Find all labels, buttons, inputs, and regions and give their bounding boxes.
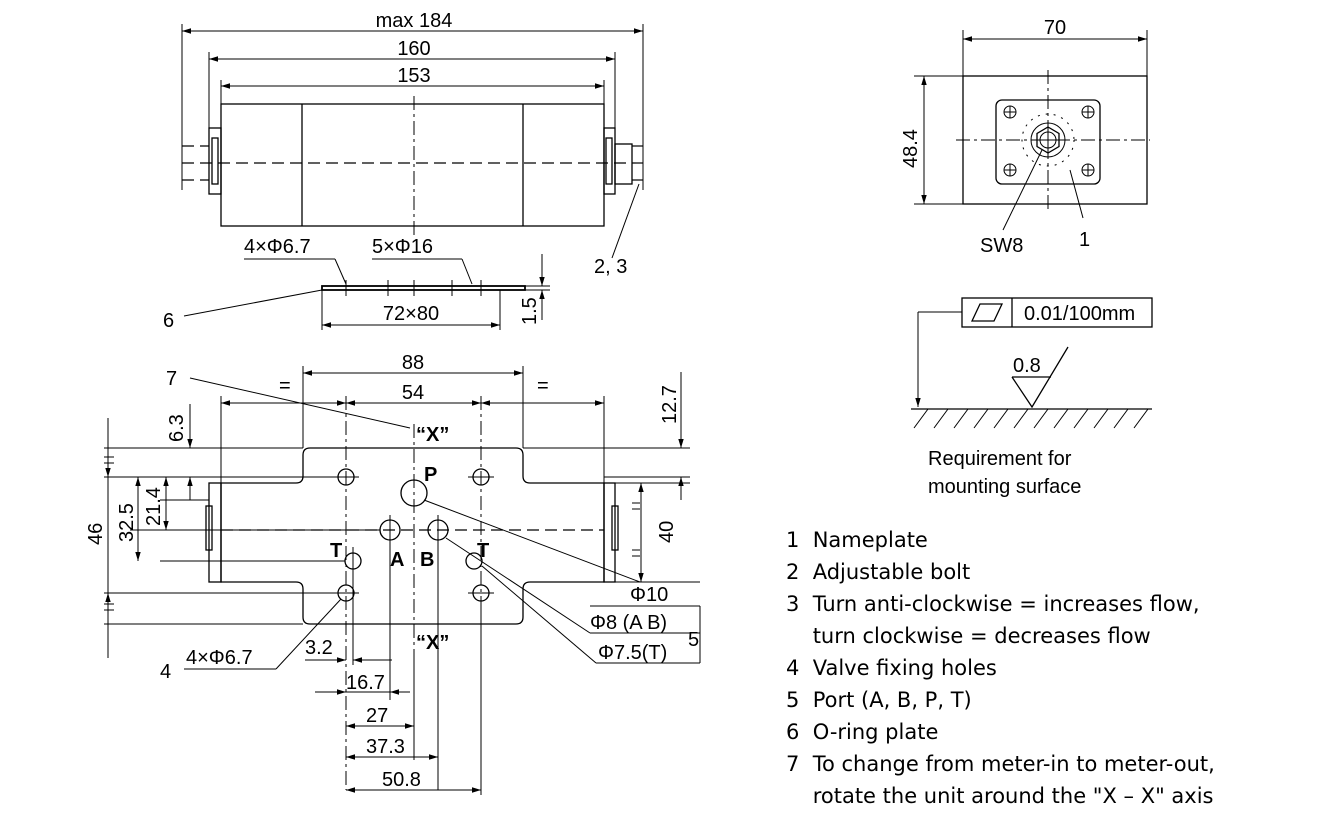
axis-x-top: “X” — [416, 424, 449, 446]
dim-54: 54 — [402, 382, 424, 404]
dim-153: 153 — [397, 65, 430, 87]
callout-6: 6 — [163, 310, 174, 332]
top-view: max 184 160 153 2, 3 4×Φ6.7 — [163, 10, 644, 332]
dim-16-7: 16.7 — [346, 672, 385, 694]
dim-88: 88 — [402, 352, 424, 374]
port-t-right-label: T — [477, 540, 489, 562]
dim-6-3: 6.3 — [166, 414, 188, 442]
legend-item: 6 O-ring plate — [786, 720, 938, 744]
dim-1-5: 1.5 — [519, 297, 541, 325]
callout-5: 5 — [688, 629, 699, 651]
callout-1: 1 — [1079, 229, 1090, 251]
phi8-label: Φ8 (A B) — [590, 612, 667, 634]
dim-160: 160 — [397, 38, 430, 60]
flatness-symbol-icon — [970, 303, 1004, 322]
legend-item: turn clockwise = decreases flow — [786, 624, 1151, 648]
end-view: 70 48.4 SW8 1 — [900, 17, 1150, 257]
port-t-left-label: T — [330, 540, 342, 562]
dim-3-2: 3.2 — [305, 637, 333, 659]
holes-large-label: 5×Φ16 — [372, 236, 433, 258]
dim-27: 27 — [366, 705, 388, 727]
legend-item: 1 Nameplate — [786, 528, 928, 552]
dim-50-8: 50.8 — [382, 769, 421, 791]
dim-12-7: 12.7 — [659, 385, 681, 424]
dim-21-4: 21.4 — [143, 487, 165, 526]
holes-4-label: 4×Φ6.7 — [186, 647, 253, 669]
requirement-line-1: Requirement for — [928, 448, 1072, 470]
surface-requirement: 0.01/100mm 0.8 Requirement for mounting … — [911, 297, 1153, 498]
flatness-value: 0.01/100mm — [1024, 303, 1135, 325]
legend-item: 4 Valve fixing holes — [786, 656, 997, 680]
callout-4: 4 — [160, 661, 171, 683]
dim-70: 70 — [1044, 17, 1066, 39]
port-p-label: P — [424, 464, 437, 486]
hatching — [913, 408, 1149, 429]
requirement-line-2: mounting surface — [928, 476, 1081, 498]
dim-40: 40 — [656, 521, 678, 543]
dim-37-3: 37.3 — [366, 736, 405, 758]
legend-item: 2 Adjustable bolt — [786, 560, 970, 584]
dim-max-184: max 184 — [376, 10, 453, 32]
legend-item: 7 To change from meter-in to meter-out, — [786, 752, 1215, 776]
legend-item: 5 Port (A, B, P, T) — [786, 688, 972, 712]
legend: 1 Nameplate 2 Adjustable bolt 3 Turn ant… — [786, 528, 1215, 808]
dim-32-5: 32.5 — [116, 503, 138, 542]
adjustment-dial-icon — [1021, 113, 1075, 167]
axis-x-bottom: “X” — [416, 632, 449, 654]
ports — [344, 479, 483, 790]
sw8-label: SW8 — [980, 235, 1023, 257]
equal-mark-left: = — [279, 375, 291, 397]
holes-small-label: 4×Φ6.7 — [244, 236, 311, 258]
callout-2-3: 2, 3 — [594, 256, 627, 278]
port-a-label: A — [390, 549, 404, 571]
roughness-value: 0.8 — [1013, 355, 1041, 377]
equal-mark-right: = — [537, 375, 549, 397]
phi10-label: Φ10 — [630, 584, 668, 606]
dim-48-4: 48.4 — [900, 129, 922, 168]
legend-item: rotate the unit around the "X – X" axis — [786, 784, 1214, 808]
bottom-view: P A B T T “X” “X” 88 54 = = 12.7 40 — [85, 352, 701, 795]
dim-46: 46 — [85, 523, 107, 545]
phi7-5-label: Φ7.5(T) — [598, 642, 667, 664]
screw-icon — [1003, 105, 1095, 177]
port-b-label: B — [420, 549, 434, 571]
callout-7: 7 — [166, 368, 177, 390]
roughness-symbol-icon — [1011, 346, 1069, 409]
oring-size: 72×80 — [383, 303, 439, 325]
legend-item: 3 Turn anti-clockwise = increases flow, — [786, 592, 1200, 616]
